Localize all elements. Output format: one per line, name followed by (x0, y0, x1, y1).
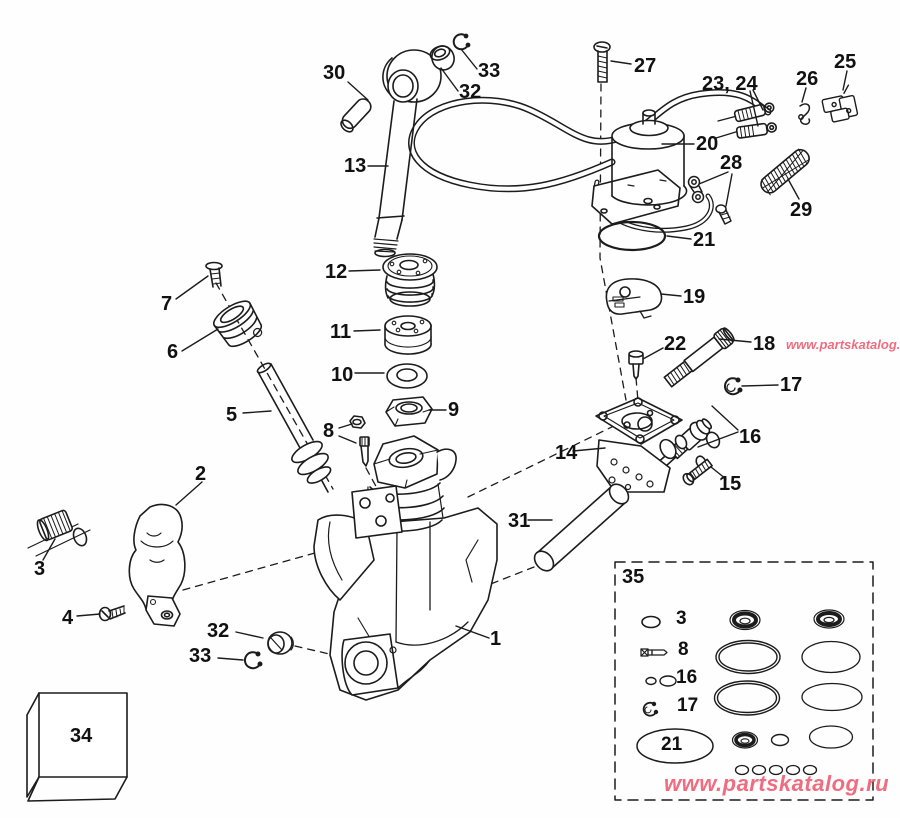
kit-oring-large-1 (715, 639, 781, 675)
callout-3: 3 (34, 558, 46, 580)
kit-oring-3 (641, 615, 661, 629)
washer-10 (386, 363, 428, 389)
seal-kit-box (614, 561, 874, 801)
kit-label-3: 3 (676, 608, 687, 629)
bushing-bottom (267, 631, 294, 655)
kit-label-8: 8 (678, 639, 689, 660)
kit-oring-row (734, 764, 818, 776)
callout-19: 19 (683, 286, 706, 308)
callout-17: 17 (780, 374, 803, 396)
valve-8 (349, 415, 370, 467)
leader-lines (42, 48, 848, 661)
watermark-bottom: www.partskatalog.ru (664, 771, 890, 796)
callout-30: 30 (323, 62, 346, 84)
kit-oring-16b (659, 675, 677, 687)
callout-8: 8 (323, 420, 335, 442)
kit-ring-large-2 (801, 682, 863, 712)
callout-31: 31 (508, 510, 531, 532)
bushing-top (429, 45, 455, 71)
bearing-3 (27, 509, 91, 557)
callout-13: 13 (344, 155, 367, 177)
screw-27 (593, 41, 611, 83)
screw-15 (682, 458, 713, 486)
callout-2: 2 (195, 463, 207, 485)
kit-oring-16a (645, 676, 657, 686)
callout-33-bottom: 33 (189, 645, 212, 667)
clamp-26 (798, 103, 811, 125)
callout-16: 16 (739, 426, 762, 448)
kit-label-21: 21 (661, 734, 683, 755)
callout-26: 26 (796, 68, 819, 90)
connector-25 (821, 84, 859, 123)
spring-29 (760, 148, 811, 196)
o-ring-21 (597, 220, 667, 252)
callout-35: 35 (622, 566, 645, 588)
callout-27: 27 (634, 55, 657, 77)
kit-ring-medium (808, 725, 854, 749)
callout-29: 29 (790, 199, 813, 221)
kit-oring-21 (636, 728, 714, 764)
callout-15: 15 (719, 473, 742, 495)
callout-18: 18 (753, 333, 776, 355)
callout-1: 1 (490, 628, 502, 650)
kit-ring-large-1 (801, 640, 861, 674)
callout-5: 5 (226, 404, 238, 426)
bolt-18 (663, 327, 735, 388)
clip-28 (687, 175, 732, 225)
snap-ring-bottom (243, 651, 263, 670)
callout-33-top: 33 (478, 60, 501, 82)
kit-seal-2 (813, 609, 845, 629)
screw-4 (98, 605, 126, 622)
kit-box-34 (26, 692, 128, 802)
kit-seal-3 (731, 731, 759, 749)
rod-31 (533, 483, 630, 572)
callout-4: 4 (62, 607, 74, 629)
trim-motor (591, 109, 714, 233)
callout-9: 9 (448, 399, 460, 421)
snap-ring-top (452, 33, 471, 51)
callout-23-24: 23, 24 (702, 73, 758, 95)
kit-snap-ring-17 (642, 701, 659, 717)
wire-terminals (733, 102, 777, 139)
callout-32-bottom: 32 (207, 620, 230, 642)
callout-25: 25 (834, 51, 857, 73)
callout-34: 34 (70, 725, 93, 747)
callout-22: 22 (664, 333, 687, 355)
callout-21: 21 (693, 229, 716, 251)
pivot-pin (340, 98, 372, 133)
screw-7 (205, 261, 223, 288)
callout-10: 10 (331, 364, 354, 386)
kit-label-17: 17 (677, 695, 699, 716)
callout-6: 6 (167, 341, 179, 363)
piston-11 (384, 315, 432, 355)
callout-20: 20 (696, 133, 719, 155)
kit-valve-8 (640, 648, 668, 657)
cylinder-body (313, 435, 498, 701)
callout-12: 12 (325, 261, 348, 283)
reservoir-2 (128, 503, 186, 627)
callout-28: 28 (720, 152, 743, 174)
snap-ring-17 (723, 377, 743, 396)
callout-7: 7 (161, 293, 173, 315)
piston-6 (212, 300, 263, 348)
cover-19 (605, 278, 663, 319)
callout-32-top: 32 (459, 81, 482, 103)
screw-22 (628, 350, 644, 380)
callout-14: 14 (555, 442, 578, 464)
callout-11: 11 (330, 321, 352, 343)
nut-9 (385, 396, 433, 427)
tube-5 (256, 362, 332, 493)
kit-seal-1 (729, 609, 761, 631)
kit-oring-large-2 (713, 680, 781, 716)
watermark-mid: www.partskatalog.ru (786, 337, 900, 352)
end-cap-12 (382, 253, 438, 307)
kit-oring-small (770, 733, 790, 747)
wire-harness (408, 88, 772, 193)
manifold-14 (595, 397, 688, 493)
tilt-rod (373, 49, 442, 258)
kit-label-16: 16 (676, 667, 698, 688)
